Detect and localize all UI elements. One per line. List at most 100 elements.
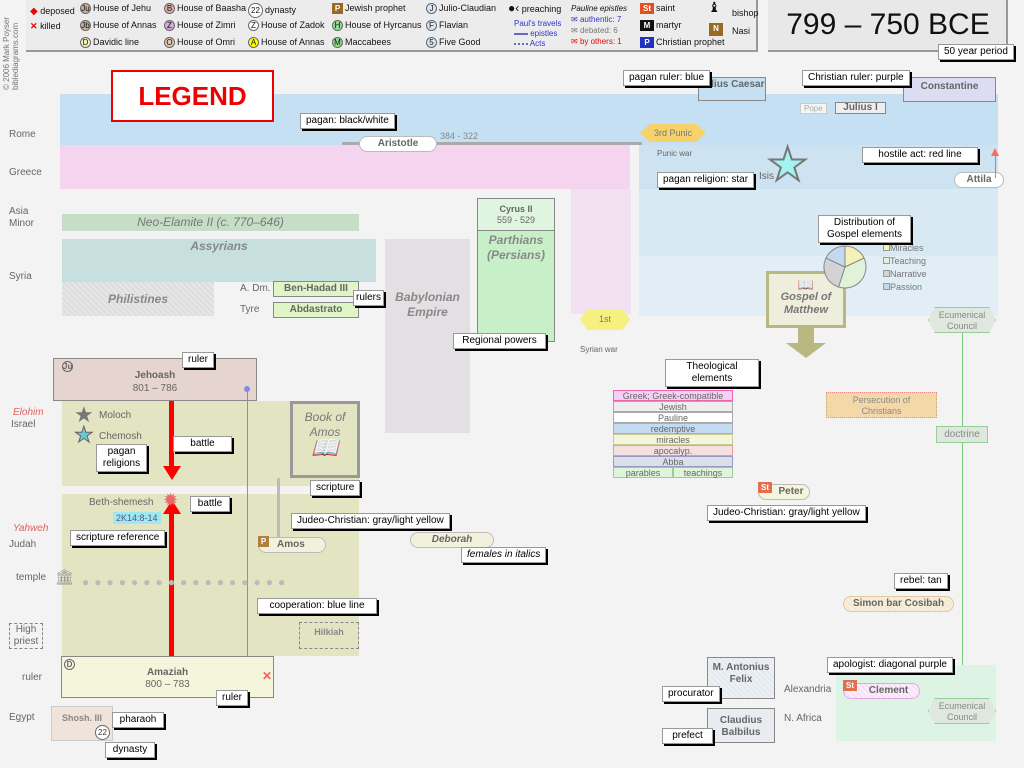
attila-pill[interactable]: Attila	[954, 172, 1004, 188]
prophet-amos[interactable]: Amos	[258, 537, 326, 553]
ruler-abdastrato[interactable]: Abdastrato	[273, 302, 359, 318]
callout-battle-bottom: battle	[190, 496, 230, 512]
region-israel: Israel	[11, 419, 36, 430]
pie-legend-swatch	[883, 270, 890, 277]
region-yahweh: Yahweh	[13, 523, 49, 534]
callout-scripture: scripture	[310, 480, 361, 496]
pauline-title: Pauline epistles	[571, 4, 628, 13]
diamond-icon: ◆	[30, 6, 38, 17]
syrian-war-marker[interactable]: 1st	[580, 309, 630, 330]
cyrus-years: 559 - 529	[496, 215, 536, 225]
legend-label: House of Zimri	[177, 20, 236, 30]
theology-apocalyp: apocalyp.	[613, 445, 733, 456]
legend-label: House of Jehu	[93, 3, 152, 13]
persecution-box[interactable]: Persecution of Christians	[826, 392, 937, 418]
hilkiah-box[interactable]: Hilkiah	[299, 622, 359, 649]
scripture-ref[interactable]: 2K14:8-14	[113, 512, 161, 524]
acts-line-icon	[514, 42, 528, 45]
envelope-icon: ✉	[571, 37, 578, 46]
saint-icon: St	[640, 3, 654, 15]
callout-christian-ruler: Christian ruler: purple	[802, 70, 910, 86]
ruler-ben-hadad[interactable]: Ben-Hadad III	[273, 281, 359, 297]
pie-slice-narrative	[823, 257, 846, 288]
cyrus-box[interactable]: Cyrus II 559 - 529	[477, 198, 555, 231]
legend-saint: saint	[656, 3, 676, 13]
region-alexandria: Alexandria	[784, 684, 832, 695]
jehoash-box[interactable]: Ju Jehoash 801 – 786	[53, 358, 257, 401]
pie-slice-passion	[825, 245, 846, 268]
council-line	[962, 330, 963, 700]
moloch-star-icon: ★	[74, 402, 94, 427]
assyrians-band: Assyrians	[62, 239, 376, 282]
ecumenical-council-bottom[interactable]: Ecumenical Council	[928, 698, 996, 724]
greece-band	[60, 145, 630, 189]
coop-dot-top	[244, 386, 250, 392]
period-title: 799 – 750 BCE	[786, 8, 990, 41]
travels-epistles: epistles	[530, 29, 558, 38]
legend-label: House of Zadok	[261, 20, 325, 30]
amaziah-years: 800 – 783	[145, 679, 190, 690]
pope-label: Pope	[800, 103, 827, 114]
aristotle-pill[interactable]: Aristotle	[359, 136, 437, 152]
pie-legend-swatch	[883, 244, 890, 251]
constantine-box[interactable]: Constantine	[903, 77, 996, 102]
amos-link-line	[277, 478, 280, 538]
callout-dynasty: dynasty	[105, 742, 155, 758]
pauline-others: by others: 1	[579, 37, 622, 46]
legend-label: Julio-Claudian	[439, 3, 497, 13]
callout-rulers: rulers	[353, 290, 385, 306]
legend-title: LEGEND	[111, 70, 274, 122]
jewish-prophet-icon: P	[332, 3, 343, 15]
christian-prophet-icon: P	[640, 37, 654, 49]
gospel-title: Gospel of Matthew	[780, 291, 832, 316]
cooperation-line	[247, 389, 248, 664]
theology-table: Greek; Greek-compatible Jewish Pauline r…	[613, 390, 733, 478]
five-good-icon: 5	[426, 37, 437, 49]
theology-miracles: miracles	[613, 434, 733, 445]
babylonian-label: Babylonian Empire	[395, 290, 460, 319]
region-elohim: Elohim	[13, 407, 44, 418]
legend-label: House of Omri	[177, 37, 236, 47]
ecumenical-council-top[interactable]: Ecumenical Council	[928, 307, 996, 333]
simon-bar-cosibah[interactable]: Simon bar Cosibah	[843, 596, 954, 612]
open-book-icon: 📖	[311, 435, 339, 460]
arrowhead-up-icon	[163, 500, 181, 514]
house-hyrcanus-icon: H	[332, 20, 343, 32]
doctrine-box[interactable]: doctrine	[936, 426, 988, 443]
amaziah-name: Amaziah	[146, 667, 189, 678]
callout-pagan-ruler: pagan ruler: blue	[623, 70, 711, 86]
jehoash-years: 801 – 786	[132, 383, 178, 394]
callout-rebel: rebel: tan	[894, 573, 948, 589]
legend-label: Five Good	[439, 37, 481, 47]
region-asia-minor: Asia Minor	[9, 206, 35, 229]
callout-hostile: hostile act: red line	[862, 147, 978, 163]
martyr-icon: M	[640, 20, 654, 32]
theology-redemptive: redemptive	[613, 423, 733, 434]
region-rome: Rome	[9, 129, 36, 140]
legend-martyr: martyr	[656, 20, 682, 30]
pie-legend-teaching: Teaching	[890, 256, 927, 266]
legend-christian-prophet: Christian prophet	[656, 37, 725, 47]
pie-legend-miracles: Miracles	[890, 243, 924, 253]
davidic-line-icon: D	[64, 659, 75, 670]
hellenistic-band	[571, 189, 631, 314]
claudius-box[interactable]: Claudius Balbilus	[707, 708, 775, 743]
dynasty-icon: 22	[248, 3, 263, 18]
neo-elamite-band: Neo-Elamite II (c. 770–646)	[62, 214, 359, 231]
julius-i-box[interactable]: Julius I	[835, 102, 886, 114]
deborah-pill[interactable]: Deborah	[410, 532, 494, 548]
theology-greek: Greek; Greek-compatible	[613, 390, 733, 401]
book-of-amos[interactable]: Book of Amos 📖	[290, 401, 360, 478]
callout-ruler-bottom: ruler	[216, 690, 249, 706]
legend-nasi: Nasi	[732, 26, 751, 36]
nasi-icon: N	[709, 23, 723, 36]
saint-clement[interactable]: Clement	[843, 683, 920, 699]
legend-label: House of Annas	[93, 20, 157, 30]
punic-war-marker[interactable]: 3rd Punic	[640, 124, 706, 142]
period-label: 50 year period	[938, 44, 1014, 60]
bishop-icon: ♝	[708, 0, 721, 15]
region-ruler: ruler	[22, 672, 43, 683]
legend-bishop: bishop	[732, 8, 759, 18]
region-temple: temple	[16, 572, 47, 583]
